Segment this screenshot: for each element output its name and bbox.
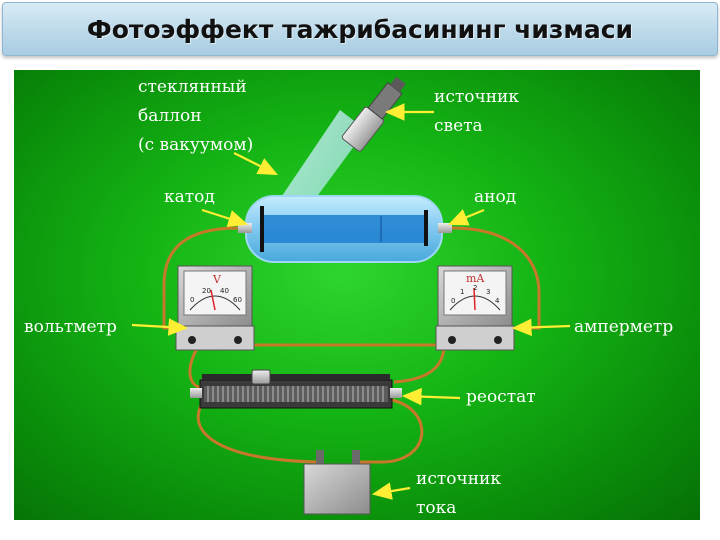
glass-tube [238, 195, 452, 263]
label-balloon-2: баллон [138, 106, 202, 126]
cathode-plate [260, 206, 264, 252]
anode-plate [424, 210, 428, 246]
ammeter-scale-4: 4 [495, 297, 500, 305]
label-current-2: тока [416, 498, 456, 518]
label-cathode: катод [164, 187, 215, 207]
voltmeter-scale-0: 0 [190, 296, 194, 304]
label-balloon-3: (с вакуумом) [138, 135, 253, 155]
voltmeter-scale-20: 20 [202, 287, 211, 295]
slide-title: Фотоэффект тажрибасининг чизмаси [86, 14, 634, 44]
voltmeter-scale-60: 60 [233, 296, 242, 304]
ammeter-scale-1: 1 [460, 288, 464, 296]
light-source [341, 76, 406, 152]
photoeffect-diagram: V 0 20 40 60 mA 0 1 2 3 4 [24, 76, 673, 518]
label-rheostat: реостат [466, 387, 536, 407]
label-current-1: источник [416, 469, 501, 489]
label-light-1: источник [434, 87, 519, 107]
ammeter-unit: mA [466, 272, 485, 285]
ammeter-scale-2: 2 [473, 284, 477, 292]
voltmeter: V 0 20 40 60 [175, 265, 255, 351]
current-source [303, 450, 371, 515]
ammeter: mA 0 1 2 3 4 [435, 265, 515, 351]
label-balloon-1: стеклянный [138, 77, 247, 97]
label-light-2: света [434, 116, 483, 136]
title-bar: Фотоэффект тажрибасининг чизмаси [2, 2, 718, 56]
label-ammeter: амперметр [574, 317, 673, 337]
label-voltmeter: вольтметр [24, 317, 117, 337]
voltmeter-unit: V [212, 273, 222, 286]
diagram-labels: стеклянный баллон (с вакуумом) источник … [24, 77, 673, 518]
voltmeter-scale-40: 40 [220, 287, 229, 295]
label-arrows [131, 103, 571, 500]
diagram-stage: V 0 20 40 60 mA 0 1 2 3 4 [14, 70, 700, 520]
circuit-wires [162, 226, 541, 464]
label-anode: анод [474, 187, 516, 207]
ammeter-scale-3: 3 [486, 288, 490, 296]
ammeter-scale-0: 0 [451, 297, 455, 305]
rheostat [190, 369, 402, 409]
